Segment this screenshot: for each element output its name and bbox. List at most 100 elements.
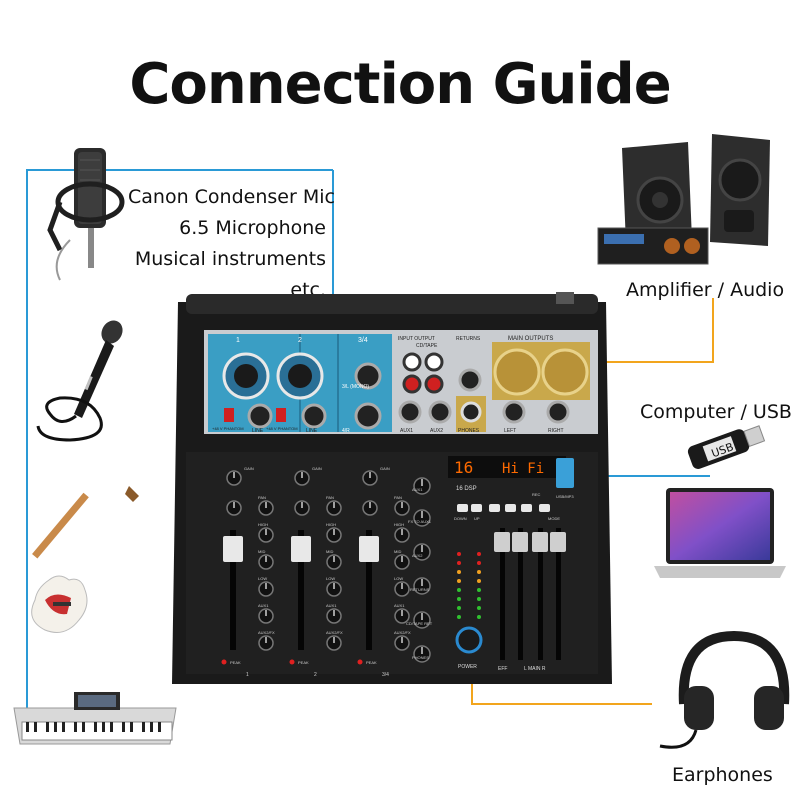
handheld-mic-icon — [36, 320, 123, 442]
fader-slot-1 — [230, 530, 236, 650]
master-button-2 — [471, 504, 482, 512]
returns-top-label: RETURNS — [456, 336, 481, 342]
master-buttons — [457, 504, 550, 512]
master-fader-cap-2 — [512, 532, 528, 552]
meter-led-r-2 — [477, 561, 481, 565]
strip-label-1-1: PAN — [258, 495, 266, 500]
master-button-5 — [521, 504, 532, 512]
meter-led-l-7 — [457, 606, 461, 610]
strip-label-1-2: HIGH — [258, 522, 268, 527]
condenser-mic-icon — [47, 148, 125, 281]
rec-label: REC — [532, 492, 541, 497]
gain-label-1: GAIN — [244, 466, 254, 471]
strip-label-3-3: MID — [394, 549, 401, 554]
peak-led-1 — [221, 659, 227, 665]
meter-led-l-4 — [457, 579, 461, 583]
keyboard-icon — [13, 692, 177, 745]
down-label: DOWN — [454, 516, 467, 521]
mixer-console: 1 2 3/4 INPUT OUTPUT CD/TAPE RETURNS MAI… — [172, 292, 612, 684]
cdtape-ret-label: CD/TAPE RET — [406, 621, 433, 626]
meter-led-l-6 — [457, 597, 461, 601]
strip-label-3-5: AUX1 — [394, 603, 405, 608]
master-button-4 — [505, 504, 516, 512]
strip-label-1-4: LOW — [258, 576, 267, 581]
io-label: INPUT OUTPUT — [398, 336, 435, 342]
meter-led-r-6 — [477, 597, 481, 601]
fx-to-aux1-label: FX TO AUX1 — [408, 519, 432, 524]
fader-cap-2 — [291, 536, 311, 562]
strip-label-2-2: HIGH — [326, 522, 336, 527]
usb-mp3-label: USB/MP3 — [556, 494, 574, 499]
master-fader-cap-3 — [532, 532, 548, 552]
r4-label: 4/R — [342, 428, 350, 434]
meter-led-l-3 — [457, 570, 461, 574]
master-knob-column — [413, 477, 431, 663]
input-line-3: Musical instruments — [134, 248, 326, 270]
channel-strips: GAINPANHIGHMIDLOWAUX1AUX2/FXPEAK1GAINPAN… — [221, 466, 411, 678]
main-label: L MAIN R — [524, 666, 546, 672]
up-label: UP — [474, 516, 480, 521]
master-fader-slot-1 — [500, 528, 505, 660]
phones-jack-label: PHONES — [458, 428, 480, 434]
left-label: LEFT — [504, 428, 516, 434]
strip-label-1-6: AUX2/FX — [258, 630, 275, 635]
phones-master-label: PHONES — [412, 655, 429, 660]
meter-led-l-2 — [457, 561, 461, 565]
level-meters — [457, 552, 481, 619]
usb-stick-icon: USB — [687, 425, 766, 469]
input-sources-label: Canon Condenser Mic 6.5 Microphone Music… — [128, 182, 335, 306]
page-title: Connection Guide — [129, 52, 671, 117]
channel-number-2: 2 — [314, 672, 317, 678]
strip-label-2-3: MID — [326, 549, 333, 554]
display-text: Hi Fi — [502, 461, 544, 477]
master-faders — [494, 528, 566, 660]
mono-label: 3/L (MONO) — [342, 384, 369, 390]
meter-led-r-1 — [477, 552, 481, 556]
channel-number-3: 3/4 — [382, 672, 389, 678]
strip-label-1-5: AUX1 — [258, 603, 269, 608]
channel-number-1: 1 — [246, 672, 249, 678]
master-fader-slot-3 — [538, 528, 543, 660]
right-label: RIGHT — [548, 428, 564, 434]
headphones-icon — [659, 630, 790, 749]
gain-label-3: GAIN — [380, 466, 390, 471]
master-button-3 — [489, 504, 500, 512]
meter-led-l-5 — [457, 588, 461, 592]
aux2-jack-label: AUX2 — [430, 428, 443, 434]
amplifier-line — [598, 298, 714, 363]
display-number: 16 — [454, 458, 473, 477]
amplifier-label: Amplifier / Audio — [626, 279, 785, 301]
ch1-top-label: 1 — [236, 337, 240, 344]
aux1-jack-label: AUX1 — [400, 428, 413, 434]
strip-label-3-4: LOW — [394, 576, 403, 581]
peak-label-2: PEAK — [298, 660, 309, 665]
master-fader-slot-4 — [556, 528, 561, 660]
strip-label-1-3: MID — [258, 549, 265, 554]
input-line-2: 6.5 Microphone — [179, 217, 326, 239]
meter-led-r-5 — [477, 588, 481, 592]
input-line-left — [26, 169, 333, 718]
peak-led-2 — [289, 659, 295, 665]
peak-label-1: PEAK — [230, 660, 241, 665]
strip-label-2-5: AUX1 — [326, 603, 337, 608]
cdtape-label: CD/TAPE — [416, 343, 438, 349]
input-line-1: Canon Condenser Mic — [128, 186, 335, 208]
speakers-amplifier-icon — [597, 134, 770, 265]
fader-cap-3 — [359, 536, 379, 562]
dsp-label: 16 DSP — [456, 486, 477, 492]
fader-slot-2 — [298, 530, 304, 650]
mode-label: MODE — [548, 516, 560, 521]
meter-led-l-1 — [457, 552, 461, 556]
main-outputs-label: MAIN OUTPUTS — [508, 336, 553, 342]
meter-led-r-7 — [477, 606, 481, 610]
computer-label: Computer / USB — [640, 401, 792, 423]
strip-label-3-6: AUX2/FX — [394, 630, 411, 635]
phantom1-label: +48 V PHANTOM — [212, 426, 244, 431]
strip-label-2-6: AUX2/FX — [326, 630, 343, 635]
meter-led-r-4 — [477, 579, 481, 583]
master-button-6 — [539, 504, 550, 512]
fader-cap-1 — [223, 536, 243, 562]
master-fader-cap-1 — [494, 532, 510, 552]
ch2-top-label: 2 — [298, 337, 302, 344]
meter-led-l-8 — [457, 615, 461, 619]
